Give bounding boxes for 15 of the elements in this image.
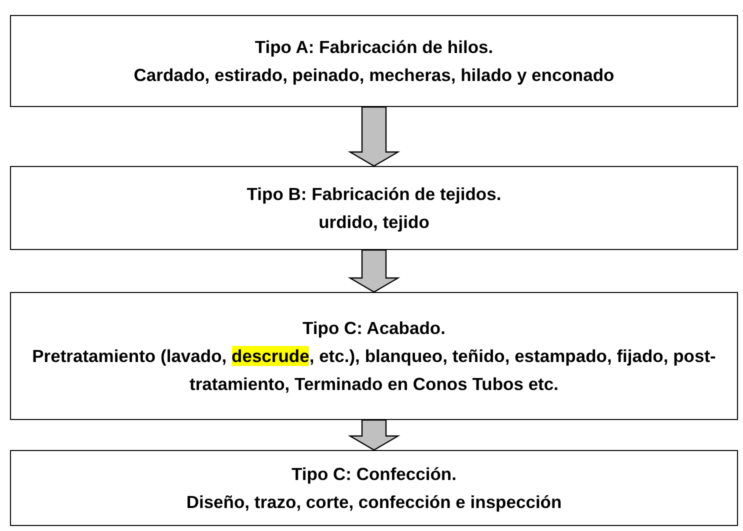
- box-text: Cardado, estirado, peinado, mecheras, hilado y enconado: [134, 64, 614, 87]
- process-box: [10, 15, 738, 107]
- process-box: [10, 292, 738, 420]
- box-heading: Tipo A: Fabricación de hilos.: [254, 36, 494, 59]
- block-arrow: [348, 106, 400, 167]
- box-heading: Tipo C: Acabado.: [302, 317, 446, 340]
- box-text: Diseño, trazo, corte, confección e inspección: [186, 491, 562, 514]
- block-arrow: [348, 249, 400, 293]
- box-heading: Tipo B: Fabricación de tejidos.: [246, 183, 502, 206]
- process-box: [10, 450, 738, 526]
- box-text: Pretratamiento (lavado, descrude, etc.), blanqueo, teñido, estampado, fijado, post-tratamiento, Terminado en Conos Tubos etc.: [31, 345, 717, 396]
- process-box: [10, 166, 738, 250]
- block-arrow: [348, 419, 400, 451]
- box-heading: Tipo C: Confección.: [292, 463, 456, 486]
- box-text: urdido, tejido: [318, 211, 430, 234]
